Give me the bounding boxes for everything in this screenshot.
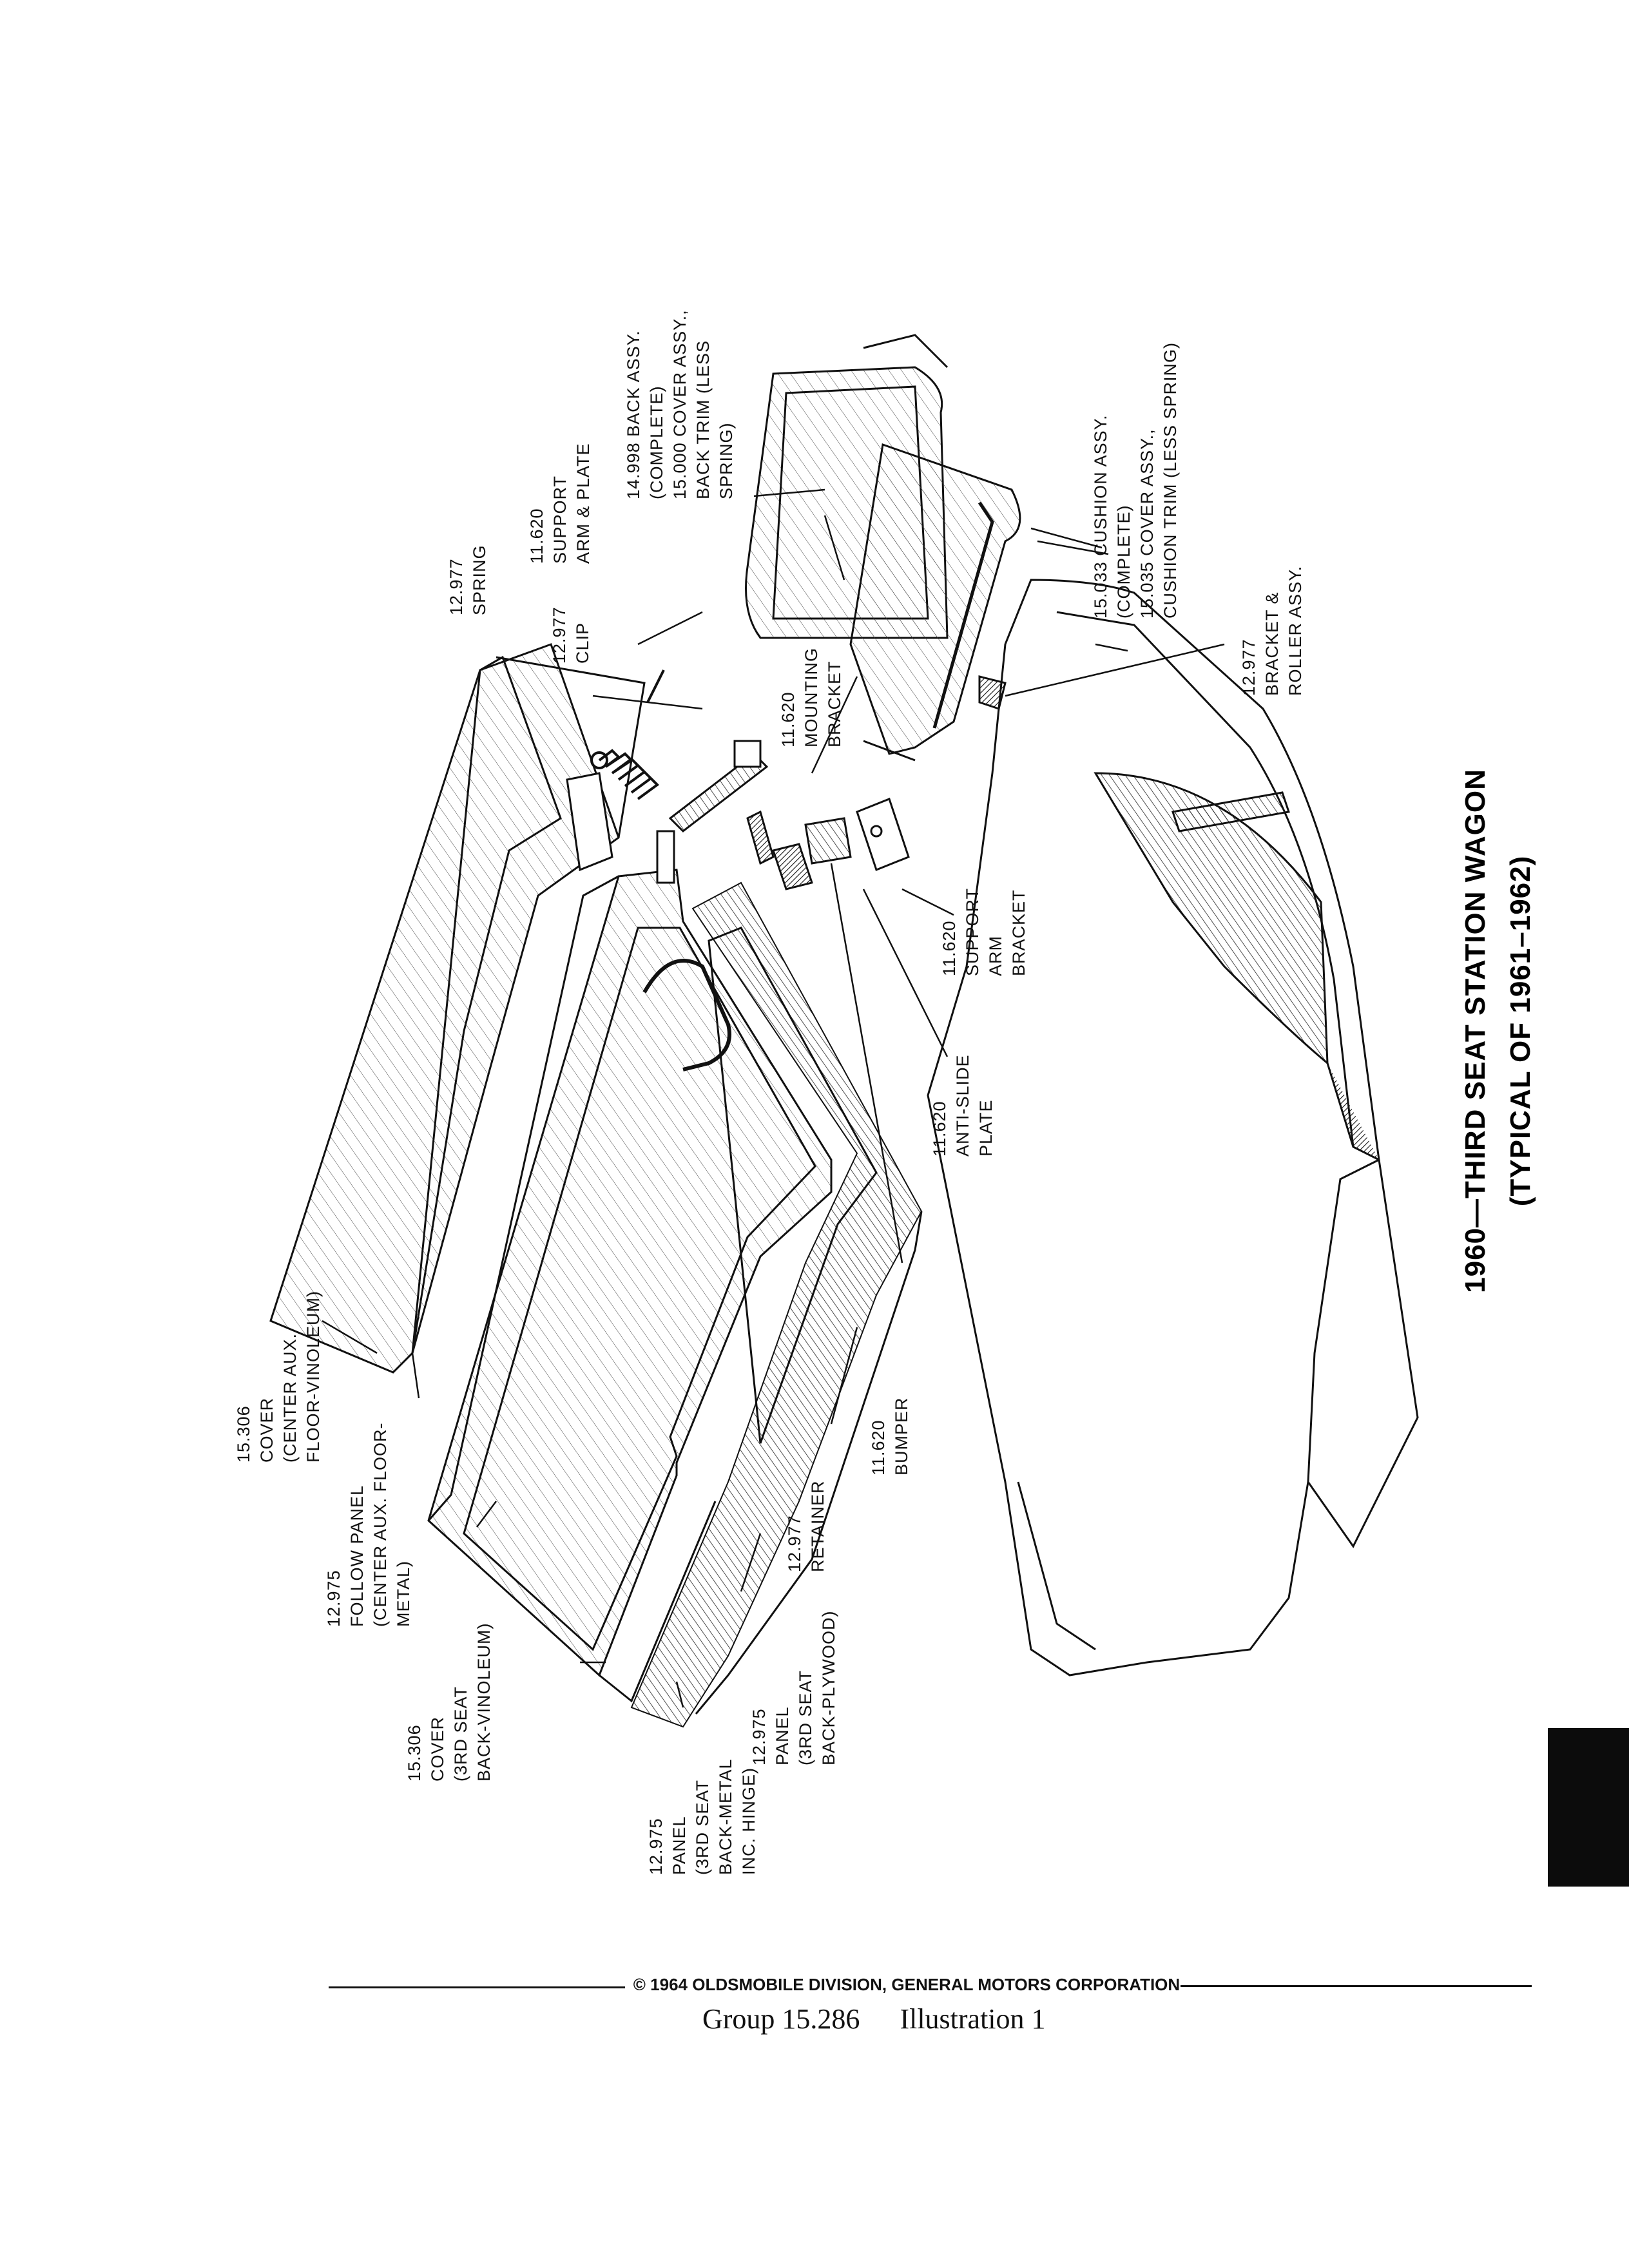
label-support-arm-plate: 11.620 SUPPORT ARM & PLATE [527, 443, 593, 564]
anti-slide-plate-part [746, 810, 852, 890]
page-title: 1960—THIRD SEAT STATION WAGON (TYPICAL O… [1453, 741, 1543, 1321]
footer-group-number: Group 15.286 [702, 2003, 860, 2035]
label-cushion-assy: 15.033 CUSHION ASSY. (COMPLETE) 15.035 C… [1091, 341, 1180, 619]
label-back-assy: 14.998 BACK ASSY. (COMPLETE) 15.000 COVE… [624, 309, 736, 499]
label-support-arm-bracket: 11.620 SUPPORT ARM BRACKET [940, 887, 1028, 976]
mounting-bracket-part [856, 798, 910, 871]
seat-back-panel [427, 869, 833, 1703]
footer-rule-left [329, 1986, 625, 1988]
label-follow-panel: 12.975 FOLLOW PANEL (CENTER AUX. FLOOR- … [324, 1422, 413, 1627]
plywood-panel [630, 881, 923, 1728]
spring-part [590, 669, 665, 800]
label-anti-slide-plate: 11.620 ANTI-SLIDE PLATE [930, 1054, 996, 1157]
label-bumper: 11.620 BUMPER [869, 1397, 911, 1475]
label-clip: 12.977 CLIP [550, 606, 592, 664]
section-tab-marker [1548, 1728, 1629, 1887]
label-retainer: 12.977 RETAINER [785, 1480, 827, 1572]
floor-cover-panel [269, 643, 646, 1374]
label-panel-metal: 12.975 PANEL (3RD SEAT BACK-METAL INC. H… [646, 1758, 758, 1875]
label-spring: 12.977 SPRING [447, 544, 489, 615]
wagon-body [927, 579, 1419, 1677]
seat-cushion-assembly [849, 443, 1021, 762]
label-mounting-bracket: 11.620 MOUNTING BRACKET [778, 648, 844, 747]
support-arm-part [656, 740, 769, 884]
leader-lines [322, 488, 1225, 1708]
title-line-1: 1960—THIRD SEAT STATION WAGON [1460, 769, 1491, 1293]
footer-reference: Group 15.286 Illustration 1 [702, 2003, 1046, 2035]
label-cover-center-aux: 15.306 COVER (CENTER AUX. FLOOR-VINOLEUM… [234, 1290, 323, 1463]
title-line-2: (TYPICAL OF 1961–1962) [1505, 855, 1536, 1207]
label-bracket-roller: 12.977 BRACKET & ROLLER ASSY. [1239, 565, 1305, 696]
footer-copyright: © 1964 OLDSMOBILE DIVISION, GENERAL MOTO… [633, 1975, 1181, 1994]
label-panel-plywood: 12.975 PANEL (3RD SEAT BACK-PLYWOOD) [749, 1610, 838, 1765]
footer-rule-right [1181, 1985, 1532, 1987]
footer-illustration-number: Illustration 1 [900, 2003, 1046, 2035]
label-cover-3rd-seat: 15.306 COVER (3RD SEAT BACK-VINOLEUM) [405, 1622, 494, 1782]
